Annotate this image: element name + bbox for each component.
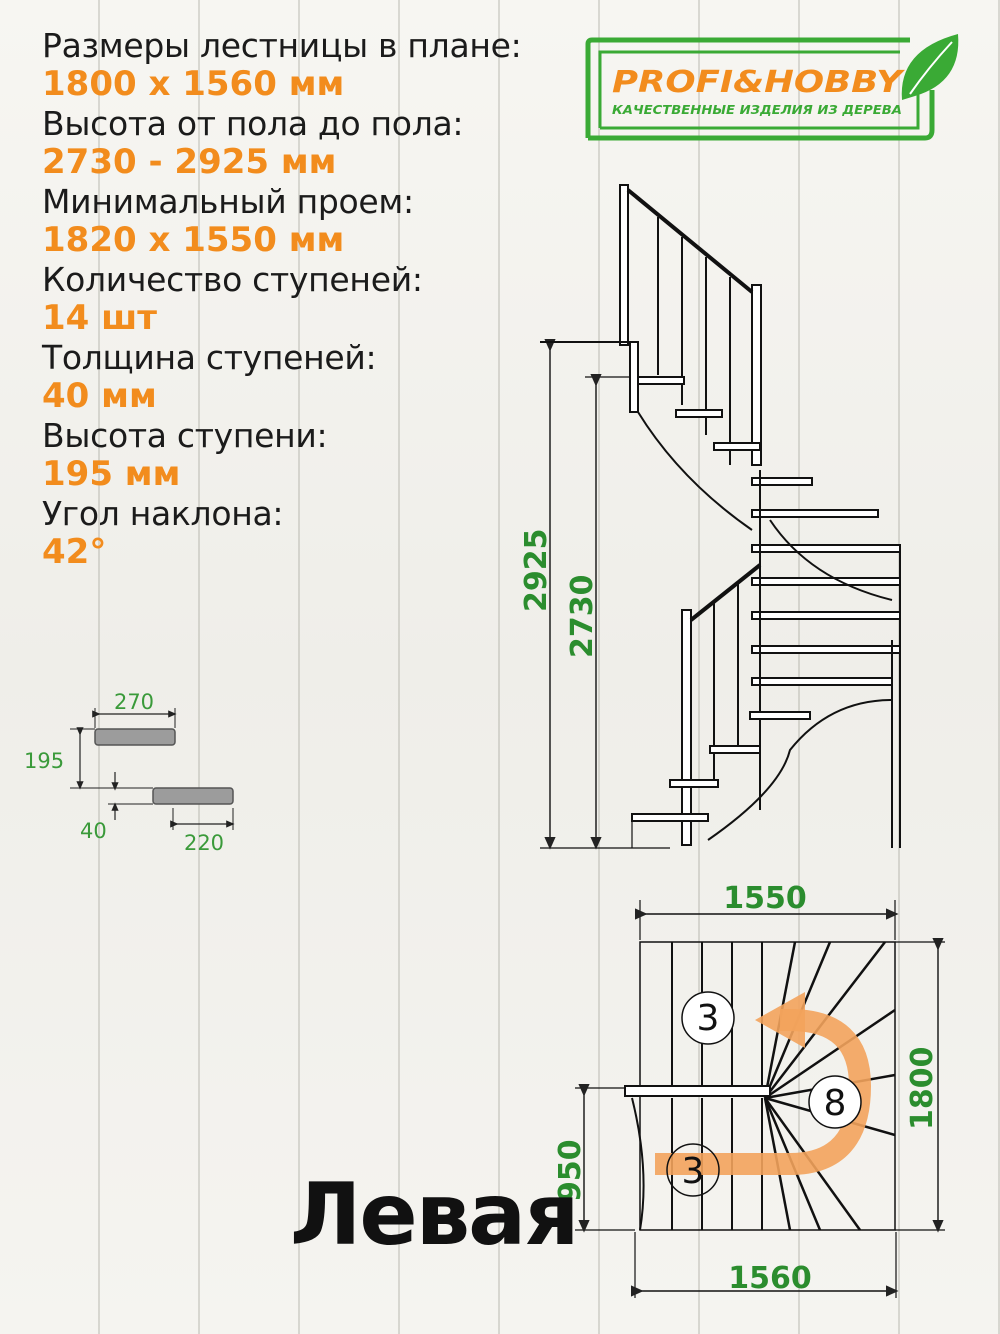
- spec-value: 2730 - 2925 мм: [42, 142, 337, 182]
- step-detail-diagram: 270 195 40 220: [24, 690, 235, 855]
- landing-depth-label: 950: [553, 1139, 588, 1202]
- spec-label: Размеры лестницы в плане:: [42, 26, 522, 65]
- spec-step-thickness: Толщина ступеней: 40 мм: [42, 338, 602, 416]
- spec-label: Угол наклона:: [42, 494, 284, 533]
- specifications-list: Размеры лестницы в плане: 1800 x 1560 мм…: [42, 26, 602, 572]
- plan-width-top-label: 1550: [723, 881, 807, 916]
- spec-floor-height: Высота от пола до пола: 2730 - 2925 мм: [42, 104, 602, 182]
- spec-min-opening: Минимальный проем: 1820 x 1550 мм: [42, 182, 602, 260]
- thickness-label: 40: [80, 819, 107, 843]
- spec-value: 42°: [42, 532, 107, 572]
- plan-width-bottom-label: 1560: [728, 1261, 812, 1296]
- tread-depth-label: 270: [114, 690, 154, 714]
- spec-value: 1820 x 1550 мм: [42, 220, 345, 260]
- brand-name: PROFI&HOBBY: [612, 65, 906, 100]
- spec-label: Толщина ступеней:: [42, 338, 377, 377]
- spec-value: 195 мм: [42, 454, 181, 494]
- staircase-plan: 3 8 3 1550 1560 1800 950: [553, 881, 945, 1298]
- spec-incline-angle: Угол наклона: 42°: [42, 494, 602, 572]
- spec-label: Минимальный проем:: [42, 182, 414, 221]
- staircase-elevation: 2925 2730: [519, 184, 901, 850]
- staircase-side-title: Левая: [290, 1165, 579, 1265]
- going-label: 220: [184, 831, 224, 855]
- upper-flight-count: 3: [697, 998, 720, 1039]
- spec-label: Количество ступеней:: [42, 260, 423, 299]
- height-max-label: 2925: [519, 529, 554, 613]
- spec-plan-size: Размеры лестницы в плане: 1800 x 1560 мм: [42, 26, 602, 104]
- height-min-label: 2730: [565, 575, 600, 659]
- plan-depth-label: 1800: [905, 1047, 940, 1131]
- spec-step-height: Высота ступени: 195 мм: [42, 416, 602, 494]
- spec-label: Высота ступени:: [42, 416, 328, 455]
- spec-step-count: Количество ступеней: 14 шт: [42, 260, 602, 338]
- lower-flight-count: 3: [682, 1151, 705, 1192]
- riser-height-label: 195: [24, 749, 64, 773]
- spec-value: 1800 x 1560 мм: [42, 64, 345, 104]
- spec-value: 40 мм: [42, 376, 157, 416]
- winder-count: 8: [824, 1083, 847, 1124]
- direction-arrow: [655, 1009, 872, 1175]
- brand-tagline: КАЧЕСТВЕННЫЕ ИЗДЕЛИЯ ИЗ ДЕРЕВА: [612, 103, 902, 117]
- spec-value: 14 шт: [42, 298, 157, 338]
- spec-label: Высота от пола до пола:: [42, 104, 464, 143]
- brand-logo: PROFI&HOBBY КАЧЕСТВЕННЫЕ ИЗДЕЛИЯ ИЗ ДЕРЕ…: [585, 34, 959, 141]
- upper-tread: [94, 728, 176, 746]
- lower-tread: [152, 787, 234, 805]
